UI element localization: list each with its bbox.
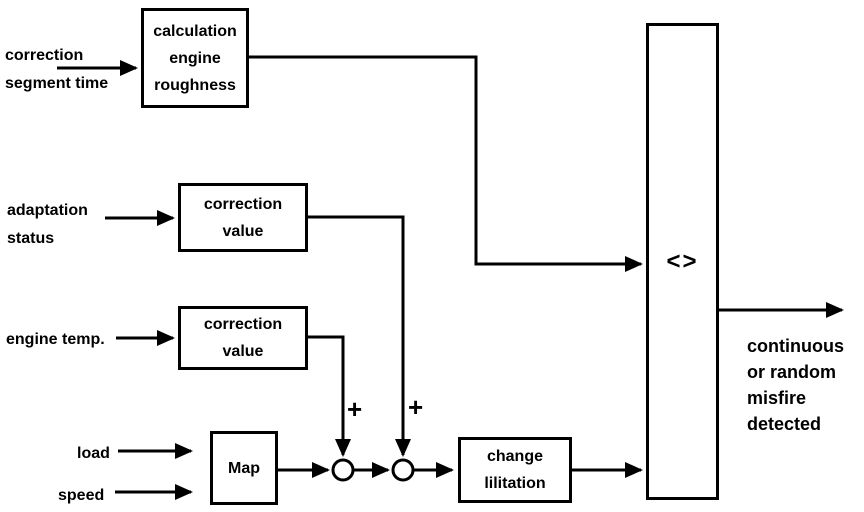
label-engine-temp: engine temp. xyxy=(6,331,105,348)
label-line: misfire xyxy=(747,388,807,408)
connector-correction-value-bottom-to-sum-left xyxy=(308,335,351,457)
plus-sign-left: + xyxy=(347,394,363,424)
label-line: continuous xyxy=(747,336,844,356)
sum-junction-right-circle xyxy=(391,458,415,482)
sum-junction-left-circle xyxy=(331,458,355,482)
block-text-line: calculation xyxy=(153,22,237,40)
block-text-line: value xyxy=(222,343,264,360)
label-correction-segment-time: correction segment time xyxy=(5,42,108,98)
label-line: adaptation xyxy=(7,202,88,219)
block-text-line: roughness xyxy=(154,76,236,94)
block-comparator: <> xyxy=(646,23,719,500)
label-adaptation-status: adaptation status xyxy=(7,197,88,253)
block-map: Map xyxy=(210,431,278,505)
plus-sign-right: + xyxy=(408,392,424,422)
label-line: segment time xyxy=(5,75,109,92)
block-text-line: correction xyxy=(203,316,283,333)
block-text-line: correction xyxy=(203,195,283,213)
label-line: detected xyxy=(747,414,822,434)
block-change-limitation: change lilitation xyxy=(458,437,572,503)
label-output-misfire-detected: continuous or random misfire detected xyxy=(747,333,844,437)
block-calculation-engine-roughness: calculation engine roughness xyxy=(141,8,249,108)
block-correction-value-bottom: correction value xyxy=(178,306,308,370)
label-line: correction xyxy=(5,47,84,64)
block-correction-value-top: correction value xyxy=(178,183,308,252)
block-text-line: engine xyxy=(169,49,221,67)
block-text-line: value xyxy=(222,222,264,240)
block-text-line: Map xyxy=(228,459,260,477)
label-load: load xyxy=(77,445,110,462)
connector-correction-value-top-to-sum-right xyxy=(308,215,411,457)
connector-calculation-to-comparator xyxy=(249,55,643,272)
label-line: status xyxy=(7,230,55,247)
label-line: or random xyxy=(747,362,837,382)
block-text-line: change xyxy=(486,448,543,465)
comparator-symbol: <> xyxy=(666,248,699,275)
block-text-line: lilitation xyxy=(484,475,546,492)
label-speed: speed xyxy=(58,487,105,504)
